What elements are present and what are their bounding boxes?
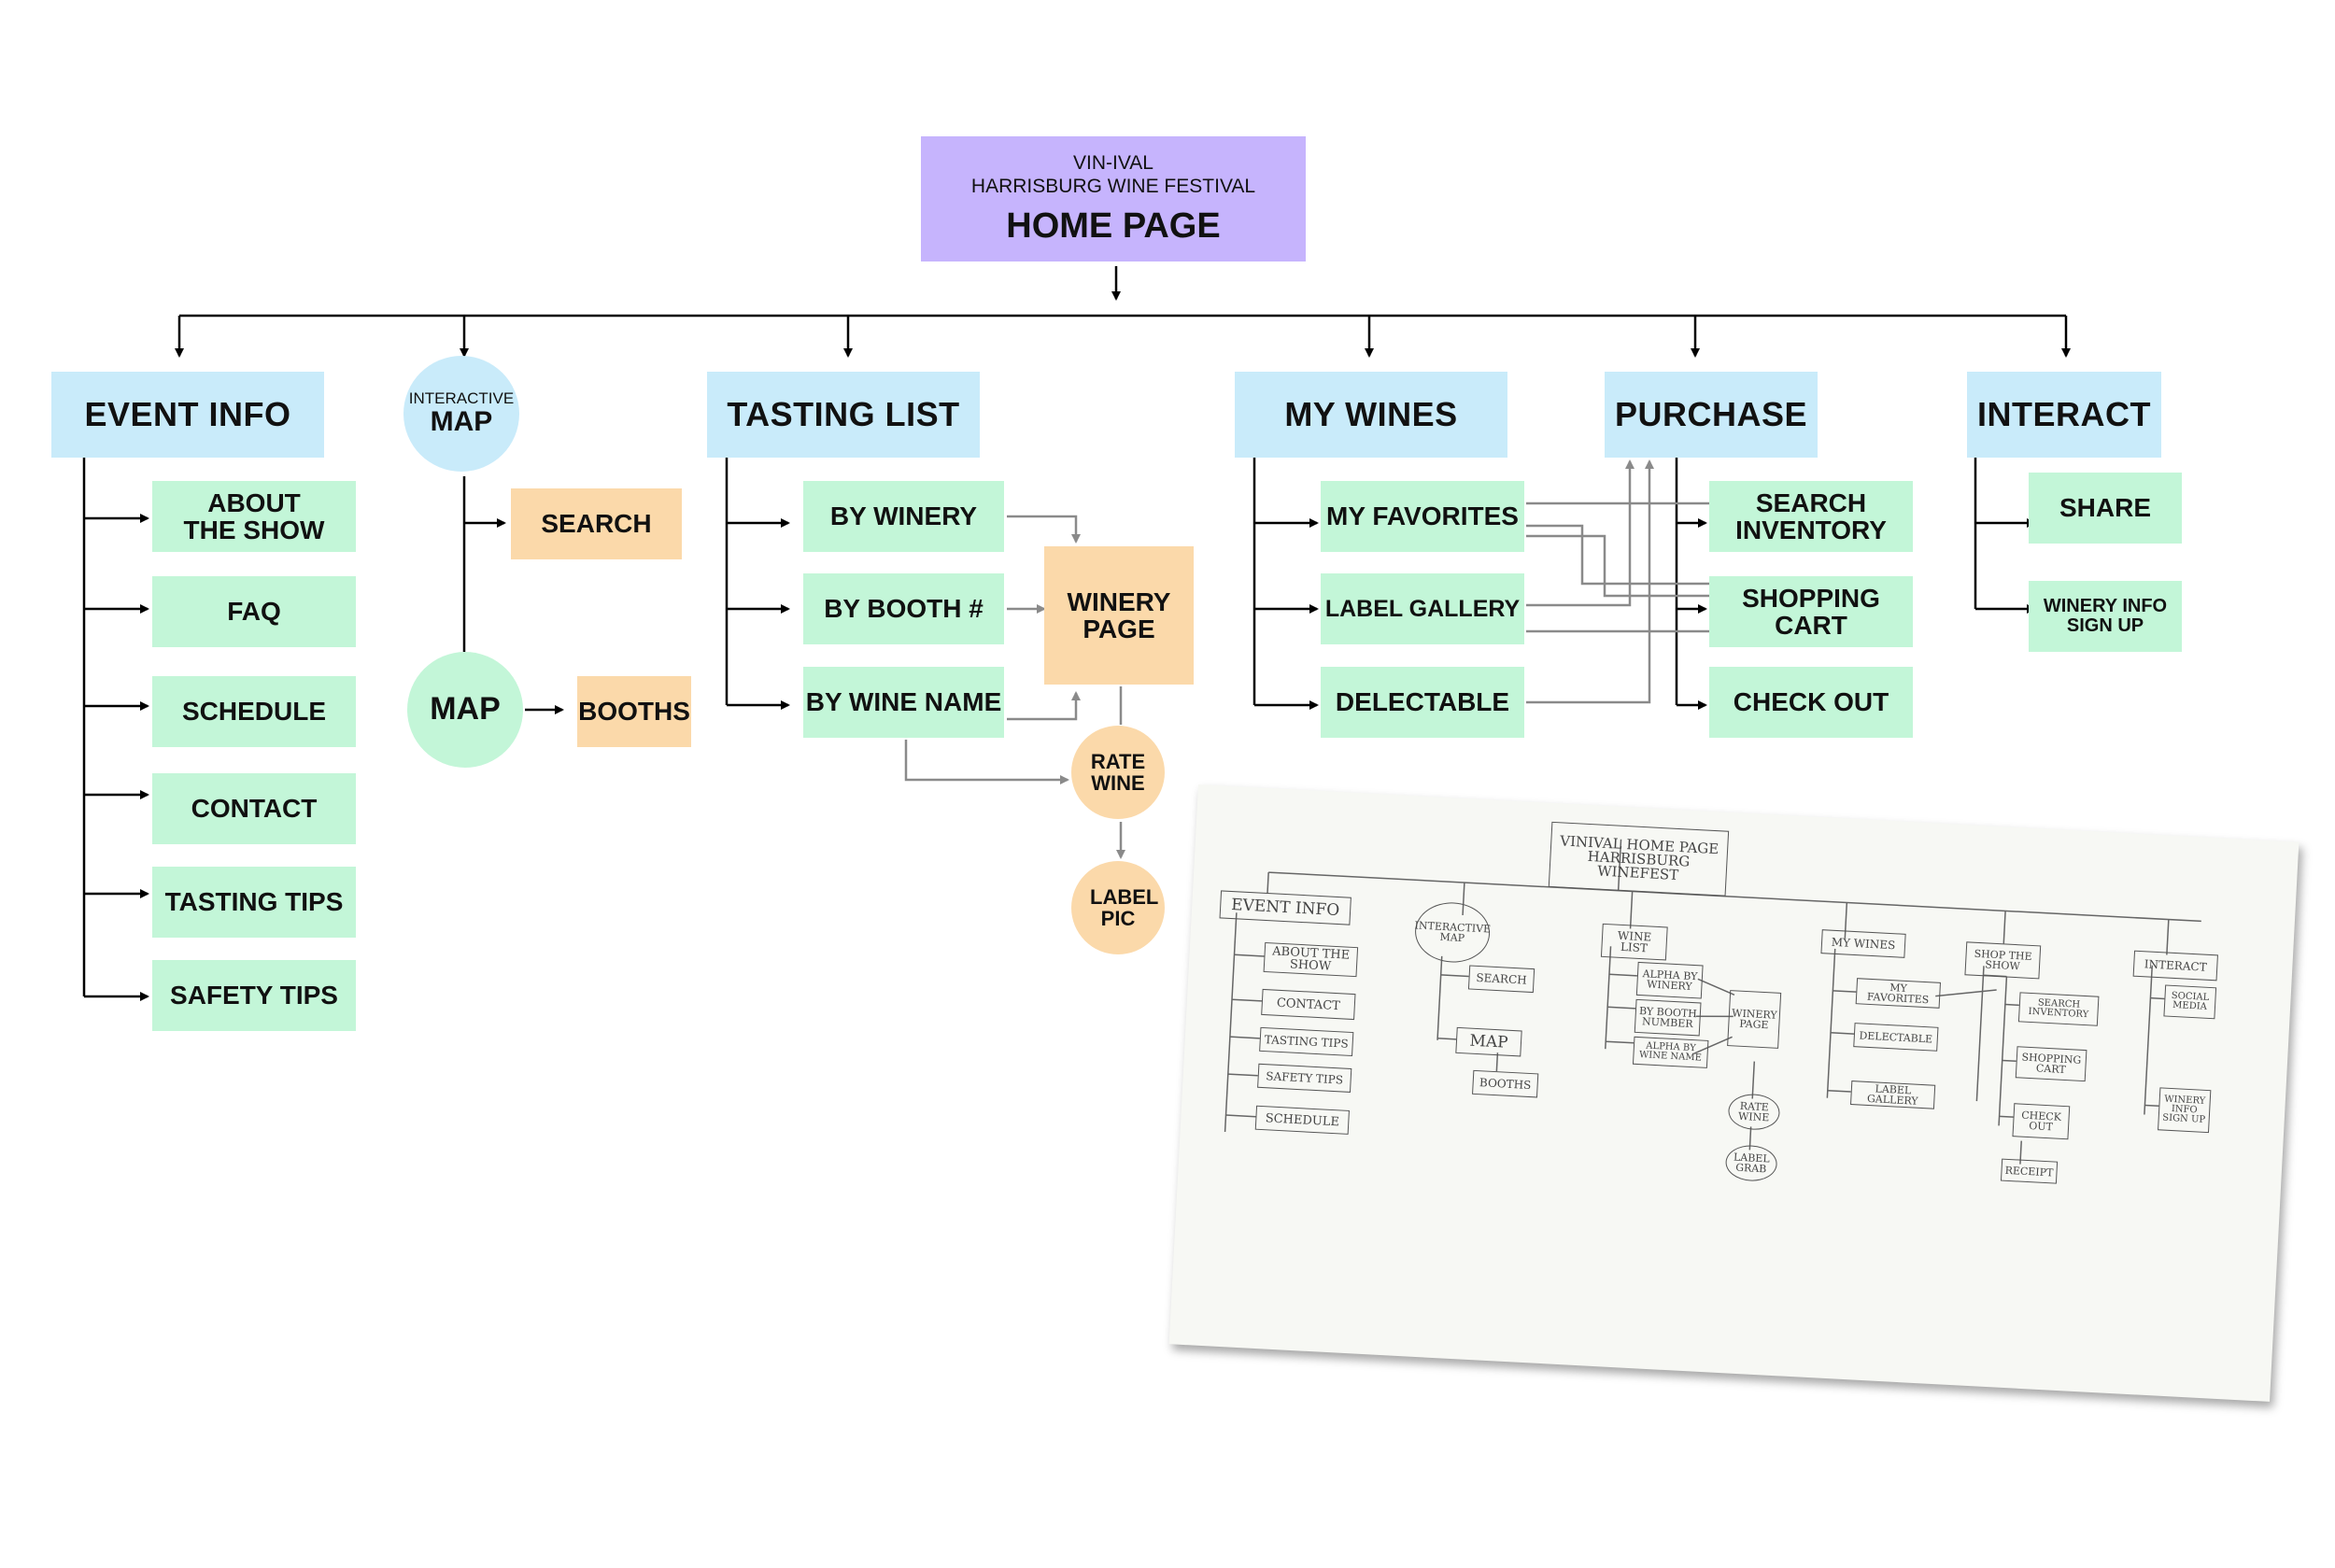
item-winery-info-sign-up[interactable]: WINERY INFO SIGN UP — [2029, 581, 2182, 652]
sketch-map: MAP — [1455, 1026, 1522, 1057]
sketch-lines — [1224, 839, 2201, 1165]
item-delectable[interactable]: DELECTABLE — [1321, 667, 1524, 738]
sketch-booths: BOOTHS — [1472, 1069, 1539, 1098]
item-booths[interactable]: BOOTHS — [577, 676, 691, 747]
item-shopping-cart[interactable]: SHOPPING CART — [1709, 576, 1913, 647]
interactive-label: INTERACTIVE — [408, 389, 515, 408]
sketch-search-inventory: SEARCH INVENTORY — [2017, 992, 2100, 1026]
item-by-winery[interactable]: BY WINERY — [803, 481, 1004, 552]
item-tasting-tips[interactable]: TASTING TIPS — [152, 867, 356, 938]
home-title: HOME PAGE — [1006, 205, 1221, 246]
sketch-delectable: DELECTABLE — [1853, 1023, 1939, 1052]
item-by-booth[interactable]: BY BOOTH # — [803, 573, 1004, 644]
sketch-check-out: CHECK OUT — [2012, 1103, 2071, 1140]
sketch-shopping-cart: SHOPPING CART — [2015, 1046, 2087, 1082]
sketch-by-booth: BY BOOTH NUMBER — [1634, 998, 1702, 1037]
home-page-box[interactable]: VIN-IVAL HARRISBURG WINE FESTIVAL HOME P… — [921, 136, 1306, 261]
item-faq[interactable]: FAQ — [152, 576, 356, 647]
sketch-shop-the-show: SHOP THE SHOW — [1964, 941, 2042, 980]
sketch-receipt: RECEIPT — [2000, 1158, 2059, 1184]
winery-page-label: WINERY PAGE — [1067, 586, 1171, 643]
sketch-alpha-winery: ALPHA BY WINERY — [1635, 961, 1704, 999]
winery-info-sign-up-label: WINERY INFO SIGN UP — [2043, 596, 2168, 636]
item-contact[interactable]: CONTACT — [152, 773, 356, 844]
item-share[interactable]: SHARE — [2029, 473, 2182, 544]
item-winery-page[interactable]: WINERY PAGE — [1044, 546, 1194, 685]
item-safety-tips[interactable]: SAFETY TIPS — [152, 960, 356, 1031]
sketch-home: VINIVAL HOME PAGE HARRISBURG WINEFEST — [1548, 821, 1730, 897]
item-by-wine-name[interactable]: BY WINE NAME — [803, 667, 1004, 738]
sketch-about: ABOUT THE SHOW — [1263, 941, 1359, 978]
item-check-out[interactable]: CHECK OUT — [1709, 667, 1913, 738]
sketch-wine-list: WINE LIST — [1600, 923, 1668, 961]
sketch-interact: INTERACT — [2132, 950, 2218, 982]
section-interactive-map[interactable]: INTERACTIVE MAP — [403, 356, 519, 472]
item-label-gallery[interactable]: LABEL GALLERY — [1321, 573, 1524, 644]
section-interact[interactable]: INTERACT — [1967, 372, 2161, 458]
item-about-the-show-label: ABOUT THE SHOW — [183, 487, 325, 544]
sketch-winery-info: WINERY INFO SIGN UP — [2158, 1087, 2212, 1134]
home-line1: VIN-IVAL — [1073, 151, 1153, 174]
sketch-winery-page: WINERY PAGE — [1727, 990, 1782, 1049]
sketch-schedule: SCHEDULE — [1254, 1105, 1350, 1135]
search-inventory-label: SEARCH INVENTORY — [1735, 487, 1887, 544]
item-rate-wine[interactable]: RATE WINE — [1071, 726, 1165, 819]
sketch-tasting-tips: TASTING TIPS — [1259, 1026, 1354, 1057]
home-line2: HARRISBURG WINE FESTIVAL — [970, 175, 1256, 197]
item-schedule[interactable]: SCHEDULE — [152, 676, 356, 747]
shopping-cart-label: SHOPPING CART — [1742, 583, 1880, 640]
sketch-label-gallery: LABEL GALLERY — [1850, 1081, 1936, 1109]
sketch-my-favorites: MY FAVORITES — [1855, 978, 1941, 1009]
sketch-alpha-wine: ALPHA BY WINE NAME — [1632, 1036, 1709, 1068]
item-map[interactable]: MAP — [407, 652, 523, 768]
sketch-search: SEARCH — [1467, 965, 1535, 994]
sketch-photo: VINIVAL HOME PAGE HARRISBURG WINEFEST EV… — [1168, 784, 2300, 1402]
item-about-the-show[interactable]: ABOUT THE SHOW — [152, 481, 356, 552]
item-my-favorites[interactable]: MY FAVORITES — [1321, 481, 1524, 552]
interactive-map-title: MAP — [430, 406, 493, 438]
section-tasting-list[interactable]: TASTING LIST — [707, 372, 980, 458]
item-search-inventory[interactable]: SEARCH INVENTORY — [1709, 481, 1913, 552]
item-search[interactable]: SEARCH — [511, 488, 682, 559]
section-event-info[interactable]: EVENT INFO — [51, 372, 324, 458]
label-pic-label: LABEL PIC — [1090, 884, 1159, 930]
rate-wine-label: RATE WINE — [1090, 749, 1146, 795]
section-purchase[interactable]: PURCHASE — [1605, 372, 1818, 458]
sketch-contact: CONTACT — [1261, 988, 1356, 1021]
sketch-my-wines: MY WINES — [1820, 929, 1906, 958]
section-my-wines[interactable]: MY WINES — [1235, 372, 1507, 458]
sketch-social-media: SOCIAL MEDIA — [2163, 984, 2217, 1020]
sketch-safety-tips: SAFETY TIPS — [1257, 1063, 1352, 1093]
item-label-pic[interactable]: LABEL PIC — [1071, 861, 1165, 954]
